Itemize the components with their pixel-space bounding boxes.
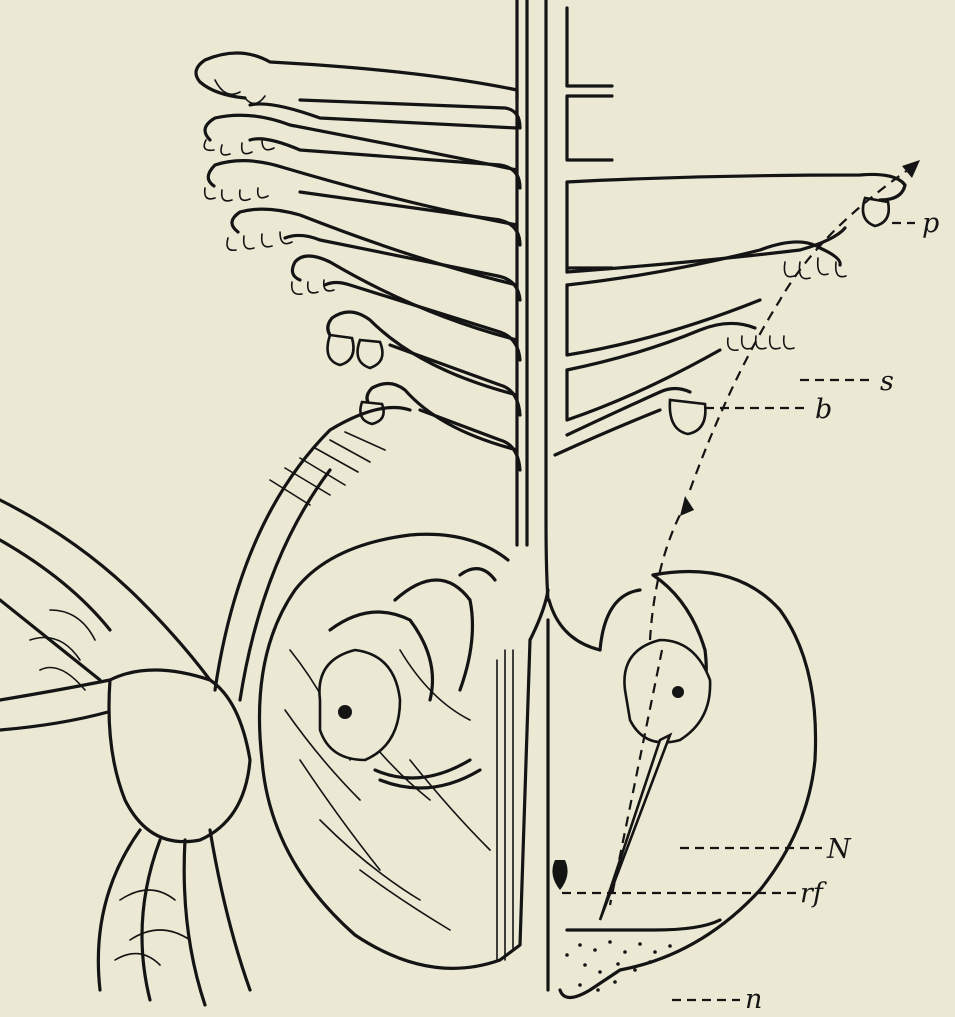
label-rf: rf — [800, 878, 827, 909]
leaf-sepal — [215, 408, 410, 701]
hummingbird-body — [0, 500, 250, 1005]
label-p: p — [922, 208, 939, 239]
label-N: N — [826, 834, 852, 865]
label-b: b — [815, 394, 832, 425]
right-flower-section — [548, 572, 816, 998]
label-n: n — [745, 984, 762, 1015]
hummingbird-head-left — [319, 650, 480, 788]
nectar-dots — [565, 940, 672, 992]
rf-structure — [552, 860, 567, 890]
bud-b — [670, 400, 706, 434]
arrowhead-top — [902, 160, 920, 178]
left-flower-branches — [196, 53, 520, 470]
label-s: s — [880, 366, 894, 397]
left-flower-cut — [259, 534, 548, 968]
main-stem — [517, 0, 612, 600]
hummingbird-head-right — [600, 640, 710, 920]
right-flower-branches — [555, 174, 905, 455]
arrowhead-mid — [680, 496, 694, 516]
